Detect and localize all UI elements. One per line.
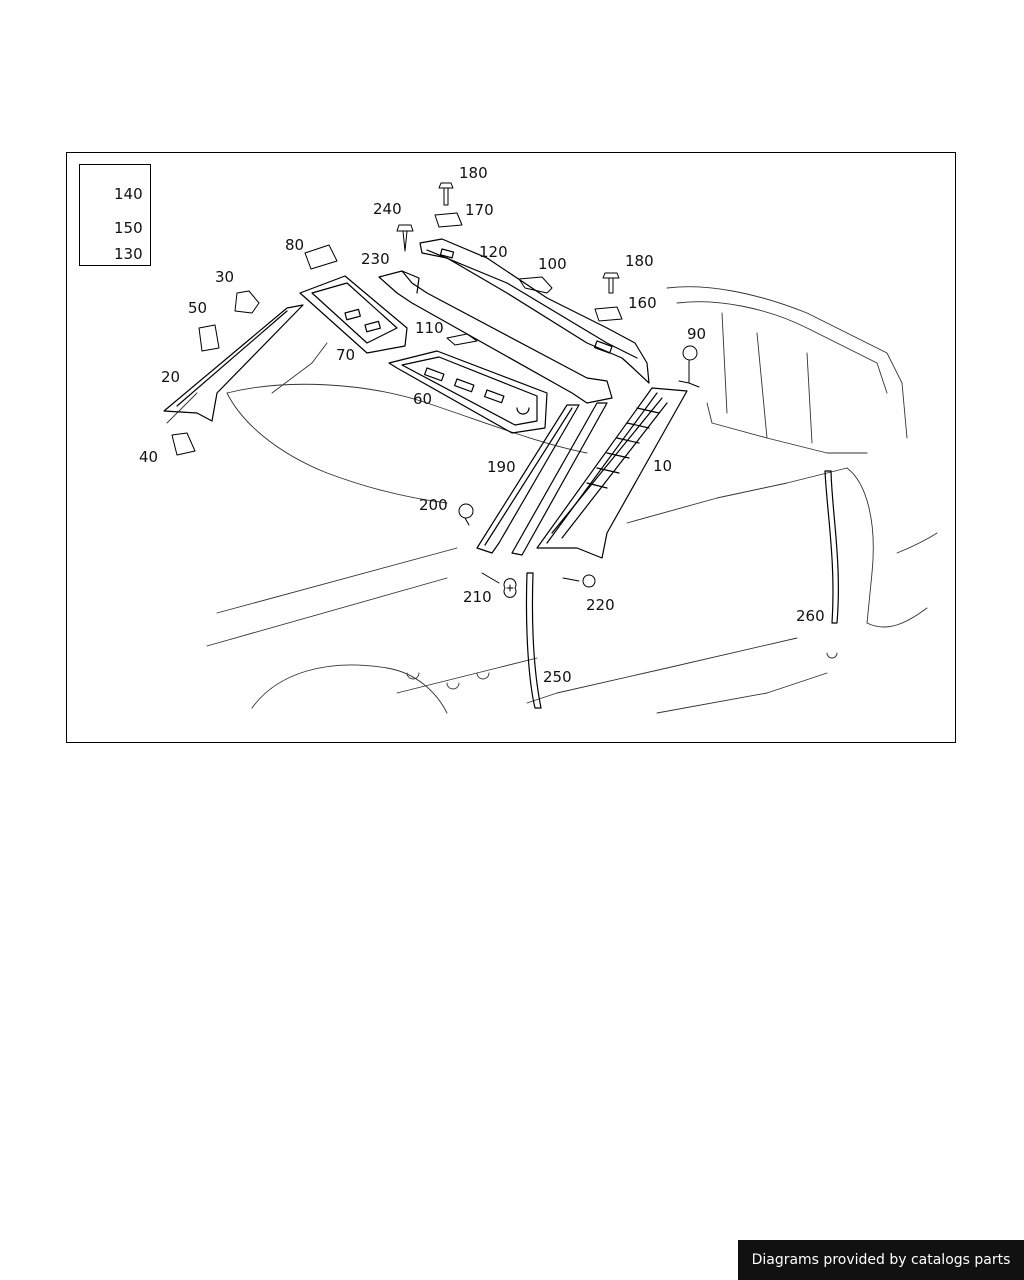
callout-160: 160 [628, 294, 657, 312]
callout-170: 170 [465, 201, 494, 219]
callout-110: 110 [415, 319, 444, 337]
part-230-frame-rail [378, 270, 613, 404]
legend-label-130: 130 [114, 245, 143, 263]
callout-100: 100 [538, 255, 567, 273]
part-70-trim-panel [299, 275, 408, 354]
exploded-view-drawing [92, 176, 938, 714]
part-190-strip [476, 404, 580, 554]
part-20-a-pillar-trim [163, 304, 304, 422]
callout-40: 40 [139, 448, 159, 466]
callout-190: 190 [487, 458, 516, 476]
part-250-seal-strip [525, 572, 542, 709]
part-10-a-pillar-trim [511, 387, 688, 559]
credit-banner: Diagrams provided by catalogs parts [738, 1240, 1024, 1280]
hardware-parts [171, 182, 700, 598]
part-60-trim-panel [388, 350, 548, 434]
callout-120: 120 [479, 243, 508, 261]
legend: 140 150 130 [79, 164, 151, 266]
part-260-seal-strip [824, 470, 839, 624]
callout-240: 240 [373, 200, 402, 218]
callout-180-right: 180 [625, 252, 654, 270]
credit-text: Diagrams provided by catalogs parts [751, 1252, 1011, 1268]
callout-80: 80 [285, 236, 305, 254]
callout-230: 230 [361, 250, 390, 268]
callout-260: 260 [796, 607, 825, 625]
callout-30: 30 [215, 268, 235, 286]
callout-60: 60 [413, 390, 433, 408]
callout-250: 250 [543, 668, 572, 686]
legend-label-150: 150 [114, 219, 143, 237]
callout-90: 90 [687, 325, 707, 343]
part-120-roof-frame [419, 238, 650, 384]
callout-220: 220 [586, 596, 615, 614]
callout-50: 50 [188, 299, 208, 317]
callout-210: 210 [463, 588, 492, 606]
callout-10: 10 [653, 457, 673, 475]
callout-20: 20 [161, 368, 181, 386]
parts-diagram: 140 150 130 180 170 240 120 80 230 100 1… [66, 152, 956, 743]
legend-label-140: 140 [114, 185, 143, 203]
callout-70: 70 [336, 346, 356, 364]
callout-200: 200 [419, 496, 448, 514]
car-body-outline [166, 286, 938, 714]
callout-180-top: 180 [459, 164, 488, 182]
